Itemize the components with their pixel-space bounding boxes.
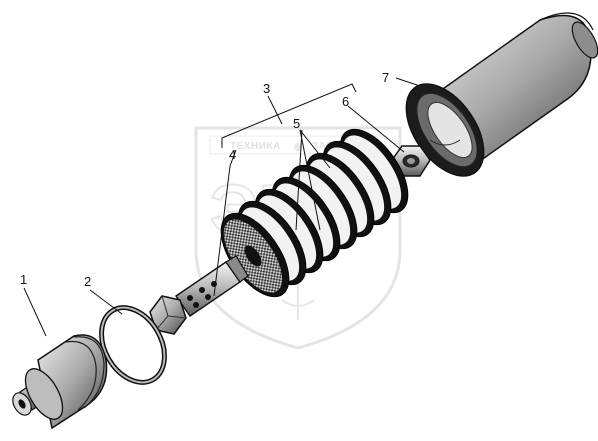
callout-1: 1	[20, 272, 27, 287]
part-2-sealing-ring	[99, 305, 167, 385]
part-4-hollow-bolt	[149, 255, 249, 335]
part-7-housing	[405, 12, 598, 177]
callout-labels: 1 2 3 4 5 6 7	[20, 70, 389, 289]
callout-3: 3	[263, 81, 270, 96]
watermark-left-word: ТЕХНИКА	[230, 141, 281, 152]
part-6-nut	[391, 145, 431, 177]
leader-lines	[23, 77, 421, 337]
filter-disc-center-hole	[244, 245, 262, 267]
callout-2: 2	[84, 274, 91, 289]
part-5-filter-discs	[220, 128, 409, 298]
part-1-cap-fitting	[12, 334, 108, 430]
callout-5: 5	[293, 116, 300, 131]
callout-6: 6	[342, 94, 349, 109]
callout-4: 4	[229, 147, 236, 162]
callout-7: 7	[382, 70, 389, 85]
